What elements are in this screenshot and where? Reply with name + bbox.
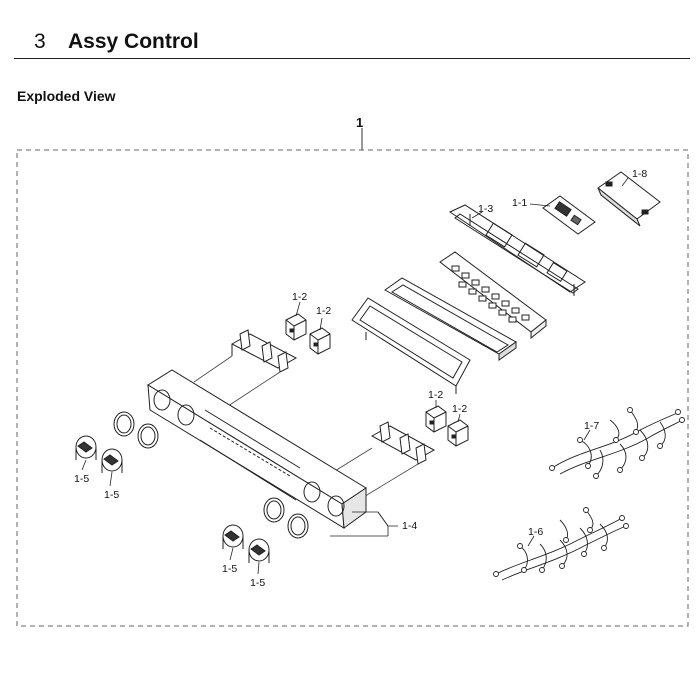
label-1-6: 1-6 <box>528 526 543 538</box>
knob-ring-right-a <box>263 497 285 523</box>
switch-1-2-right-a <box>425 405 447 433</box>
label-1-5-right-a: 1-5 <box>222 563 237 575</box>
control-panel <box>147 369 367 529</box>
label-1-3: 1-3 <box>478 203 493 215</box>
exploded-view-heading: Exploded View <box>17 88 116 104</box>
label-1-1: 1-1 <box>512 197 527 209</box>
knob-1-5-right-a <box>222 524 244 549</box>
knob-bracket-right <box>370 421 436 465</box>
knob-ring-left-b <box>137 423 159 449</box>
label-1-2-left-b: 1-2 <box>316 305 331 317</box>
assembly-leader-lines <box>193 355 419 499</box>
switch-1-2-left-a <box>285 313 307 341</box>
section-number: 3 <box>34 30 46 53</box>
knob-bracket-left <box>230 329 298 373</box>
label-1-7: 1-7 <box>584 420 599 432</box>
part-labels: 1-8 1-1 1-3 1-2 1-2 1-2 1-2 1-4 1-7 1-6 … <box>74 168 647 589</box>
bracket-frame-1-3 <box>448 204 586 296</box>
label-1-5-left-a: 1-5 <box>74 473 89 485</box>
display-frame <box>351 297 471 394</box>
label-1-4: 1-4 <box>402 520 417 532</box>
label-1-5-left-b: 1-5 <box>104 489 119 501</box>
knob-1-5-right-b <box>248 538 270 563</box>
knob-ring-right-b <box>287 513 309 539</box>
page-header: 3 Assy Control <box>0 0 700 62</box>
pcb-1-1 <box>542 195 596 235</box>
cover-plate-1-8 <box>597 171 661 227</box>
callout-leaders <box>81 177 629 575</box>
keypad-overlay <box>439 251 547 340</box>
label-1-2-left-a: 1-2 <box>292 291 307 303</box>
assembly-boundary <box>16 149 689 627</box>
knob-1-5-left-b <box>101 448 123 473</box>
label-1-5-right-b: 1-5 <box>250 577 265 589</box>
label-1-8: 1-8 <box>632 168 647 180</box>
switch-1-2-right-b <box>447 419 469 447</box>
label-1-2-right-b: 1-2 <box>452 403 467 415</box>
header-rule <box>14 58 690 59</box>
assembly-number: 1 <box>356 115 364 130</box>
wire-harness-1-6 <box>493 507 629 581</box>
knob-1-5-left-a <box>75 435 97 460</box>
section-title: Assy Control <box>68 30 199 53</box>
display-window <box>384 277 517 361</box>
knob-ring-left-a <box>113 411 135 437</box>
switch-1-2-left-b <box>309 327 331 355</box>
label-1-2-right-a: 1-2 <box>428 389 443 401</box>
wire-harness-1-7 <box>549 407 685 479</box>
